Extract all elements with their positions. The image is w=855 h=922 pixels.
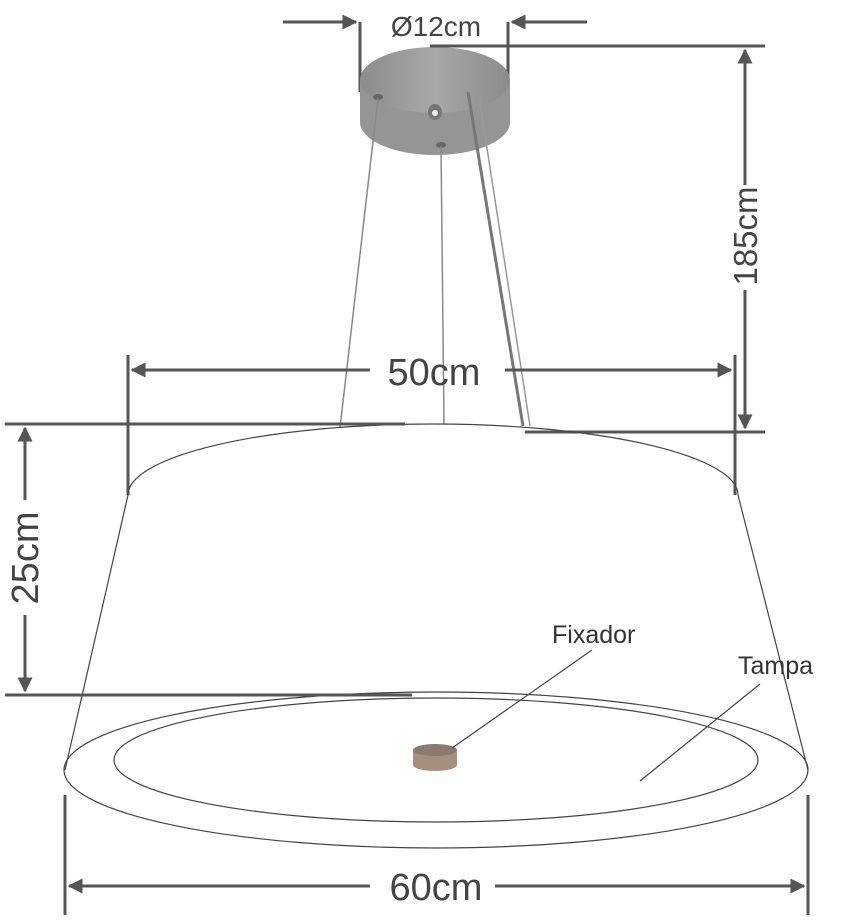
canopy-diameter-label: Ø12cm (391, 11, 481, 42)
fixador: Fixador (413, 621, 635, 771)
fixador-label: Fixador (552, 621, 635, 649)
height-label: 25cm (5, 512, 47, 605)
cable-length-dimension: 185cm (430, 44, 765, 434)
height-dimension: 25cm (5, 422, 412, 697)
top-diameter-dimension: 50cm (126, 352, 737, 495)
top-diameter-label: 50cm (388, 352, 481, 394)
bottom-diameter-label: 60cm (390, 867, 483, 909)
bottom-diameter-dimension: 60cm (63, 795, 810, 915)
tampa: Tampa (639, 652, 813, 782)
canopy (360, 47, 510, 155)
canopy-diameter-dimension: Ø12cm (283, 11, 587, 92)
lamp-shade (63, 423, 809, 849)
tampa-label: Tampa (738, 652, 813, 680)
cable-length-label: 185cm (727, 186, 764, 285)
